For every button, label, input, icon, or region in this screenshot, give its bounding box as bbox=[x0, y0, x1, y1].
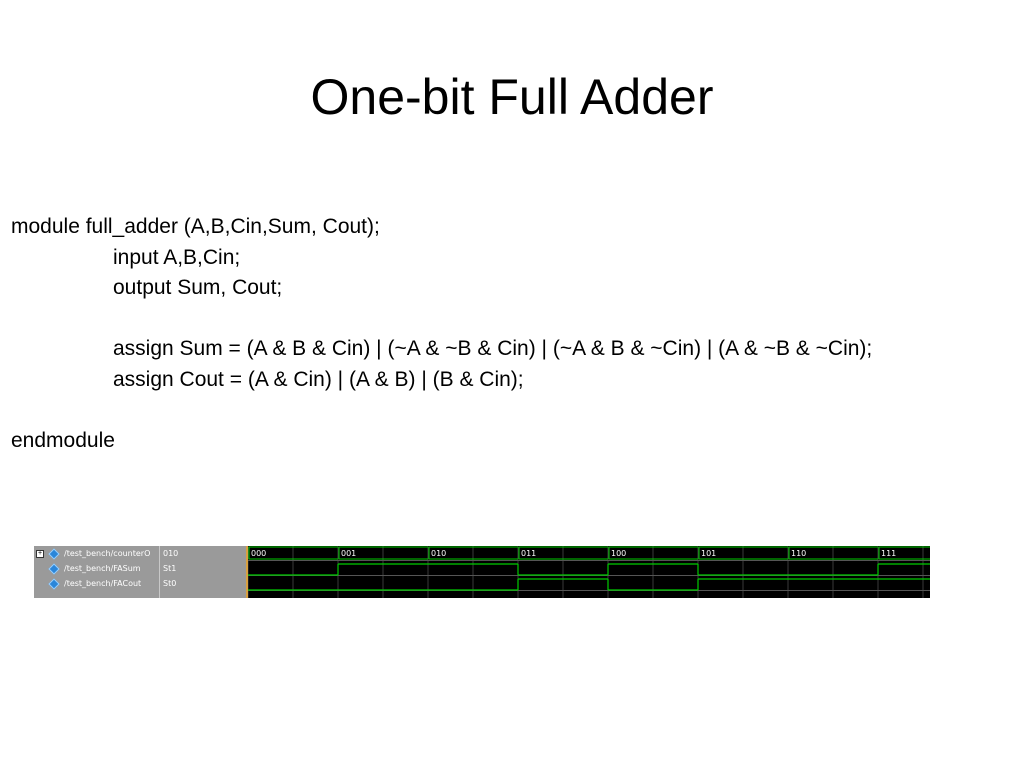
waveform-viewer: + /test_bench/counterO /test_bench/FASum… bbox=[34, 546, 930, 598]
code-line: module full_adder (A,B,Cin,Sum, Cout); bbox=[11, 215, 380, 238]
bus-value-label: 101 bbox=[701, 549, 716, 558]
signal-value: St0 bbox=[163, 579, 177, 588]
bus-value-label: 001 bbox=[341, 549, 356, 558]
signal-name[interactable]: /test_bench/FACout bbox=[64, 579, 142, 588]
signal-icon bbox=[48, 563, 60, 575]
bus-value-label: 011 bbox=[521, 549, 536, 558]
code-line bbox=[11, 395, 1024, 426]
code-line: output Sum, Cout; bbox=[113, 276, 283, 299]
cursor-separator[interactable] bbox=[246, 546, 248, 598]
code-line: endmodule bbox=[11, 428, 115, 452]
bus-value-label: 010 bbox=[431, 549, 446, 558]
signal-name[interactable]: /test_bench/FASum bbox=[64, 564, 141, 573]
expand-toggle-icon[interactable]: + bbox=[36, 550, 44, 558]
signal-value: St1 bbox=[163, 564, 177, 573]
code-line: assign Sum = (A & B & Cin) | (~A & ~B & … bbox=[113, 337, 873, 360]
bus-value-label: 111 bbox=[881, 549, 896, 558]
signal-values-panel: 010 St1 St0 bbox=[159, 546, 247, 598]
waveform-traces: 0000010100111001011101110 bbox=[248, 546, 930, 598]
slide-title: One-bit Full Adder bbox=[310, 69, 714, 125]
bus-value-label: 110 bbox=[791, 549, 806, 558]
bus-value-label: 100 bbox=[611, 549, 626, 558]
code-line: input A,B,Cin; bbox=[113, 245, 241, 269]
code-block: module full_adder (A,B,Cin,Sum, Cout); i… bbox=[11, 212, 1024, 456]
signal-value: 010 bbox=[163, 549, 179, 558]
signal-icon bbox=[48, 548, 60, 560]
signal-names-panel: + /test_bench/counterO /test_bench/FASum… bbox=[34, 546, 159, 598]
code-line: assign Cout = (A & Cin) | (A & B) | (B &… bbox=[113, 367, 524, 391]
code-line bbox=[11, 304, 1024, 335]
signal-icon bbox=[48, 578, 60, 590]
bus-value-label: 000 bbox=[251, 549, 266, 558]
signal-name[interactable]: /test_bench/counterO bbox=[64, 549, 151, 558]
